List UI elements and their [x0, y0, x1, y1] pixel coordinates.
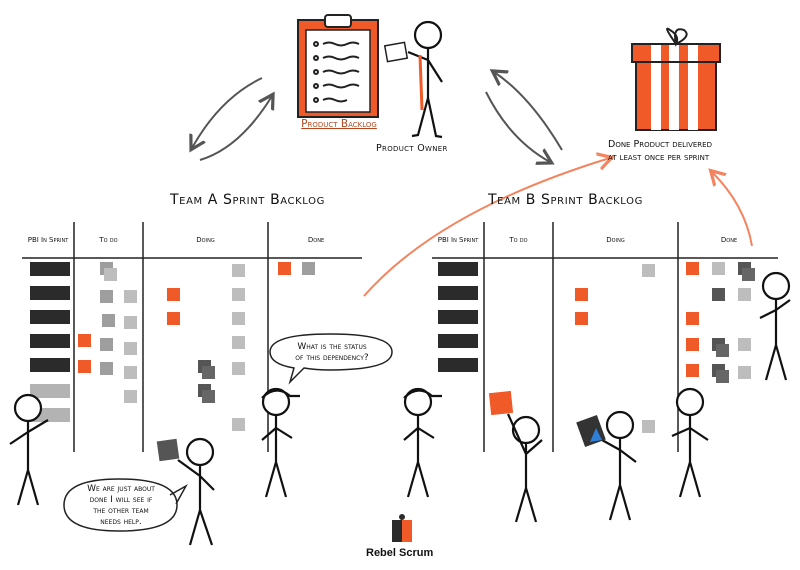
- question-bubble-text: What is the status of this dependency?: [274, 342, 390, 364]
- done-product-line-2: at least once per sprint: [608, 152, 710, 163]
- team-a-cards: [30, 262, 315, 431]
- team-b-cards: [438, 262, 755, 433]
- team-a-title: Team A Sprint Backlog: [170, 192, 325, 208]
- team-a-col-done: Done: [307, 236, 325, 244]
- team-a-col-pbi: PBI In Sprint: [27, 236, 69, 244]
- product-owner-figure: [407, 20, 443, 139]
- team-b-title: Team B Sprint Backlog: [488, 192, 643, 208]
- team-b-member-tablet: [601, 410, 637, 521]
- team-a-member-cap: [261, 387, 300, 498]
- rebel-scrum-logo: [392, 514, 412, 542]
- team-a-held-card: [156, 438, 180, 462]
- team-b-member-right: [671, 387, 709, 498]
- answer-bubble-text: We are just about done I will see if the…: [66, 484, 176, 528]
- cycle-arrows-left: [192, 77, 272, 161]
- question-bubble: [269, 333, 393, 385]
- gift-icon: [631, 27, 721, 131]
- logo-text: Rebel Scrum: [366, 547, 434, 559]
- answer-line-1: We are just about: [87, 484, 155, 494]
- team-b-col-pbi: PBI In Sprint: [437, 236, 479, 244]
- team-b-member-top-right: [759, 271, 791, 381]
- cycle-arrows-right: [485, 72, 563, 162]
- team-b-member-cap: [403, 387, 442, 498]
- answer-line-4: needs help.: [100, 517, 142, 527]
- answer-line-2: done I will see if: [89, 495, 153, 505]
- question-line-1: What is the status: [297, 342, 367, 352]
- team-a-board: [22, 222, 362, 452]
- tablet-icon: [576, 415, 606, 447]
- increment-arrow-team-b: [712, 172, 753, 247]
- team-b-held-orange-card: [488, 390, 514, 416]
- team-b-member-orange-card: [506, 413, 543, 523]
- team-b-col-done: Done: [720, 236, 738, 244]
- team-a-member-center: [177, 437, 215, 546]
- team-a-col-todo: To do: [99, 236, 118, 244]
- done-product-line-1: Done Product delivered: [608, 139, 712, 150]
- team-a-col-doing: Doing: [196, 236, 215, 244]
- team-b-board: [432, 222, 778, 452]
- team-b-col-todo: To do: [509, 236, 528, 244]
- team-b-col-doing: Doing: [606, 236, 625, 244]
- increment-arrow-team-a: [363, 158, 610, 297]
- po-card: [383, 41, 409, 63]
- product-owner-label: Product Owner: [376, 143, 448, 154]
- question-line-2: of this dependency?: [295, 353, 369, 363]
- product-backlog-label: Product Backlog: [301, 118, 377, 130]
- answer-bubble: [63, 478, 188, 532]
- clipboard-icon: [297, 14, 379, 118]
- answer-line-3: the other team: [93, 506, 149, 516]
- team-a-member-left: [9, 393, 49, 506]
- upload-arrow-icon: [590, 428, 602, 442]
- done-product-label: Done Product delivered at least once per…: [608, 138, 788, 164]
